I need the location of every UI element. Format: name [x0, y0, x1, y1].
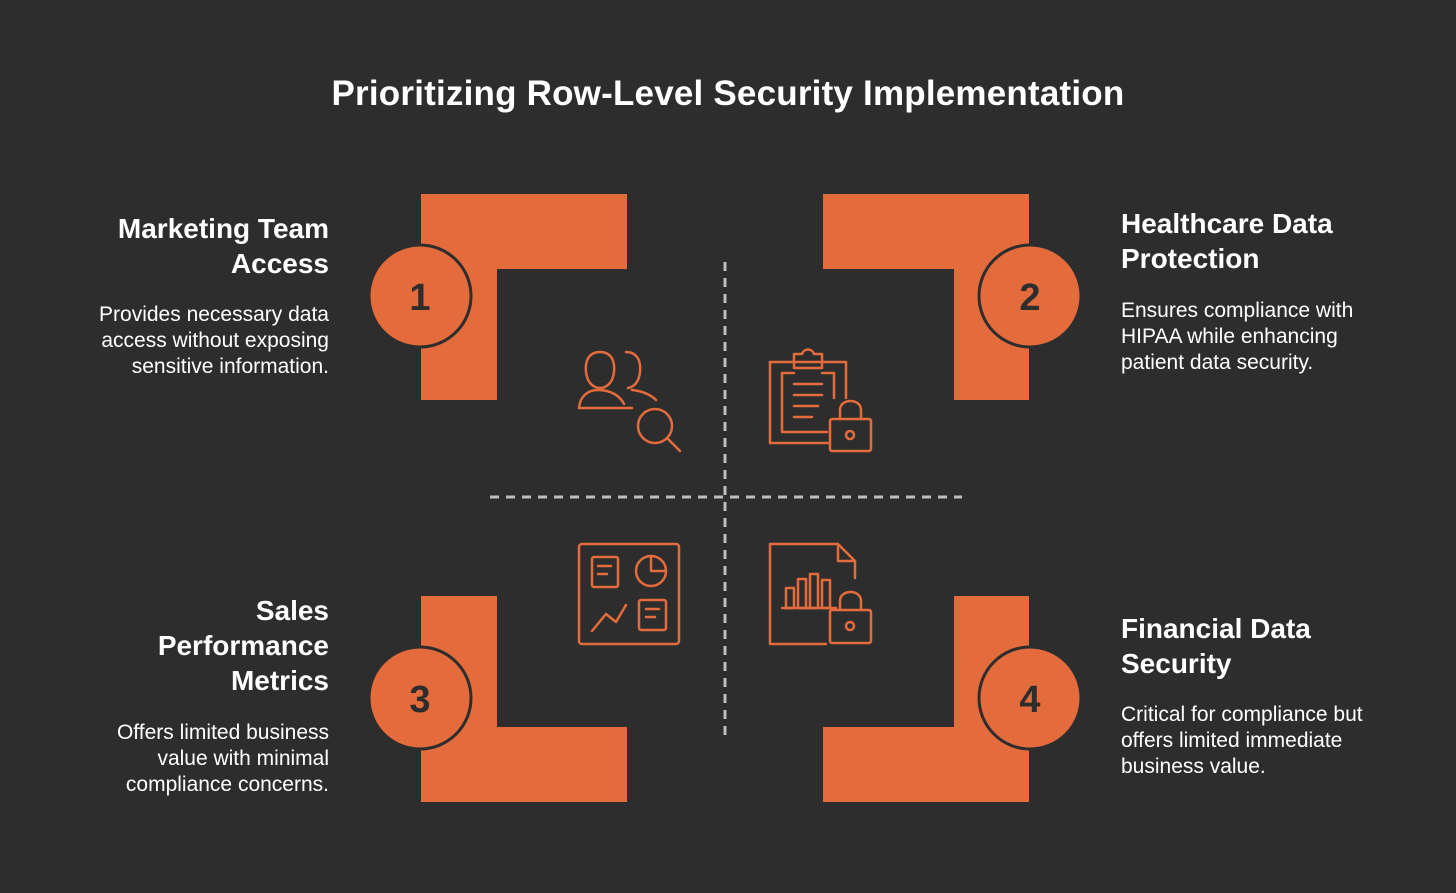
quadrant-3-description-line-2: value with minimal: [157, 747, 329, 770]
quadrant-1-heading-line-1: Marketing Team: [117, 213, 329, 244]
quadrant-1-description-line-3: sensitive information.: [131, 355, 329, 378]
quadrant-1-description-line-2: access without exposing: [101, 329, 329, 352]
quadrant-2-heading-line-1: Healthcare Data: [1121, 208, 1333, 239]
quadrant-4-number-badge: 4: [977, 645, 1083, 751]
quadrant-1-description: Provides necessary data access without e…: [29, 302, 329, 380]
page-title: Prioritizing Row-Level Security Implemen…: [331, 74, 1125, 113]
quadrant-2-number-badge: 2: [977, 243, 1083, 349]
quadrant-1-number: 1: [409, 277, 430, 319]
quadrant-1-bracket: [421, 194, 627, 400]
quadrant-2-description: Ensures compliance with HIPAA while enha…: [1121, 298, 1421, 376]
quadrant-4-description-line-3: business value.: [1121, 755, 1266, 778]
quadrant-3-bracket: [421, 596, 627, 802]
quadrant-2-description-line-3: patient data security.: [1121, 351, 1314, 374]
quadrant-4-bracket: [823, 596, 1029, 802]
chart-document-lock-icon: [768, 542, 873, 646]
quadrant-3-number: 3: [409, 679, 430, 721]
dashboard-icon: [577, 542, 681, 646]
quadrant-1-heading-line-2: Access: [230, 248, 329, 279]
quadrant-3-heading: Sales Performance Metrics: [29, 593, 329, 698]
quadrant-4-description-line-1: Critical for compliance but: [1121, 703, 1363, 726]
quadrant-1-number-badge: 1: [367, 243, 473, 349]
clipboard-lock-icon: [768, 348, 873, 453]
quadrant-1-description-line-1: Provides necessary data: [99, 303, 329, 326]
users-search-icon: [577, 350, 682, 453]
quadrant-3-description-line-1: Offers limited business: [116, 721, 329, 744]
quadrant-2-heading-line-2: Protection: [1121, 243, 1260, 274]
quadrant-3-heading-line-3: Metrics: [230, 665, 329, 696]
quadrant-2-bracket: [823, 194, 1029, 400]
quadrant-2-heading: Healthcare Data Protection: [1121, 206, 1421, 276]
quadrant-4-number: 4: [1019, 679, 1040, 721]
quadrant-2-description-line-2: HIPAA while enhancing: [1121, 325, 1338, 348]
quadrant-4-heading-line-1: Financial Data: [1121, 613, 1311, 644]
quadrant-3-heading-line-1: Sales: [255, 595, 329, 626]
quadrant-4-heading-line-2: Security: [1121, 648, 1232, 679]
quadrant-4-heading: Financial Data Security: [1121, 611, 1421, 681]
quadrant-3-heading-line-2: Performance: [157, 630, 329, 661]
quadrant-3-description: Offers limited business value with minim…: [29, 720, 329, 798]
quadrant-2-number: 2: [1019, 277, 1040, 319]
quadrant-4-description: Critical for compliance but offers limit…: [1121, 702, 1421, 780]
quadrant-3-description-line-3: compliance concerns.: [125, 773, 329, 796]
quadrant-4-description-line-2: offers limited immediate: [1121, 729, 1343, 752]
quadrant-2-description-line-1: Ensures compliance with: [1121, 299, 1354, 322]
quadrant-1-heading: Marketing Team Access: [29, 211, 329, 281]
quadrant-3-number-badge: 3: [367, 645, 473, 751]
